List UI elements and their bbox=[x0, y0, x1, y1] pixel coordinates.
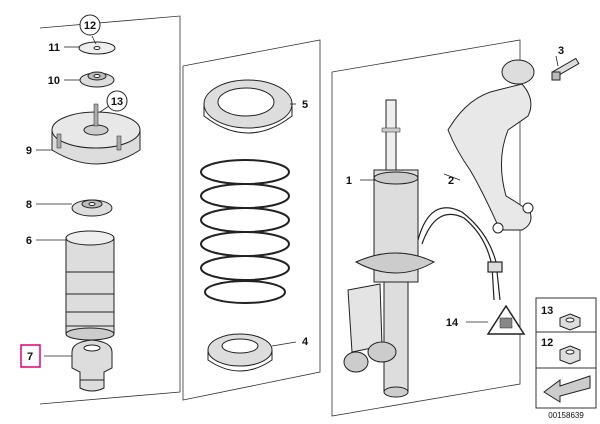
sensor-cable-part[interactable] bbox=[417, 207, 503, 301]
part-label-13[interactable]: 13 bbox=[111, 96, 123, 108]
shock-absorber-strut-part[interactable] bbox=[343, 99, 436, 398]
highlight-frame-part-7 bbox=[20, 344, 41, 368]
coil-spring-part[interactable] bbox=[200, 159, 290, 304]
part-label-9[interactable]: 9 bbox=[26, 145, 32, 157]
auxiliary-spring-part[interactable] bbox=[71, 339, 113, 392]
callout-circle-12 bbox=[79, 14, 101, 36]
washer-top-part[interactable] bbox=[78, 41, 116, 55]
support-bearing-part[interactable] bbox=[51, 103, 141, 165]
part-label-2[interactable]: 2 bbox=[448, 175, 454, 187]
part-label-10[interactable]: 10 bbox=[48, 75, 60, 87]
bump-ring-part[interactable] bbox=[71, 199, 113, 217]
upper-spring-seat-part[interactable] bbox=[203, 79, 293, 134]
legend-label-13: 13 bbox=[541, 305, 553, 317]
group-frame-left bbox=[39, 15, 181, 405]
part-label-6[interactable]: 6 bbox=[26, 235, 32, 247]
leader-lines bbox=[36, 35, 559, 357]
part-label-14[interactable]: 14 bbox=[446, 317, 459, 329]
hex-nut-icon bbox=[559, 345, 581, 365]
group-frame-strut bbox=[331, 39, 521, 417]
legend-panel bbox=[535, 297, 597, 409]
steering-knuckle-part[interactable] bbox=[447, 59, 535, 234]
bolt-part[interactable] bbox=[551, 57, 580, 81]
nut-cap-part[interactable] bbox=[79, 71, 115, 88]
part-label-12[interactable]: 12 bbox=[84, 20, 96, 32]
catalog-number: 00158639 bbox=[548, 411, 584, 420]
part-label-1[interactable]: 1 bbox=[346, 175, 352, 187]
nut-icon bbox=[559, 313, 581, 331]
group-frame-spring bbox=[182, 39, 321, 401]
arrow-direction-icon bbox=[543, 375, 591, 403]
dust-boot-part[interactable] bbox=[65, 230, 115, 341]
lower-spring-pad-part[interactable] bbox=[207, 333, 273, 372]
part-label-4[interactable]: 4 bbox=[302, 336, 309, 348]
warning-label-part[interactable] bbox=[486, 304, 526, 335]
part-label-5[interactable]: 5 bbox=[302, 99, 308, 111]
part-label-7[interactable]: 7 bbox=[27, 351, 33, 363]
part-label-11[interactable]: 11 bbox=[48, 42, 60, 54]
part-label-8[interactable]: 8 bbox=[26, 199, 32, 211]
callout-circle-13 bbox=[106, 90, 128, 112]
legend-label-12: 12 bbox=[541, 337, 553, 349]
part-label-3[interactable]: 3 bbox=[558, 45, 564, 57]
